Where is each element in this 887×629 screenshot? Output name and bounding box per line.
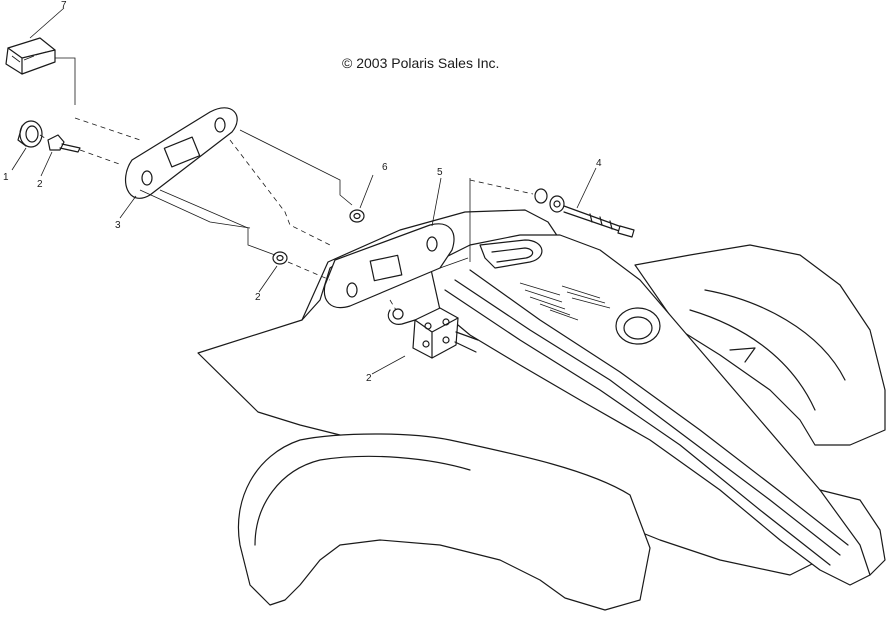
callout-2-key: 2 [37, 179, 43, 190]
callouts: 7 1 2 3 2 6 5 4 2 [3, 0, 602, 384]
gasket-plate [124, 107, 238, 199]
callout-3: 3 [115, 220, 121, 231]
callout-2-connector: 2 [366, 373, 372, 384]
bolt-assembly [534, 188, 635, 238]
washer-6 [349, 209, 365, 223]
callout-7: 7 [61, 0, 67, 11]
key-switch [17, 120, 43, 148]
ignition-key [47, 134, 81, 153]
mounting-plate-installed [323, 223, 455, 309]
tail-light-lens [5, 37, 56, 75]
callout-2-washer: 2 [255, 292, 261, 303]
copyright-notice: © 2003 Polaris Sales Inc. [342, 55, 499, 71]
callout-6: 6 [382, 162, 388, 173]
callout-1: 1 [3, 172, 9, 183]
assembly-lines [39, 57, 534, 311]
washer-2 [272, 251, 288, 265]
callout-4: 4 [596, 158, 602, 169]
rear-fender [197, 209, 886, 611]
leader-lines [11, 7, 597, 375]
switch-connector [387, 307, 479, 359]
callout-5: 5 [437, 167, 443, 178]
